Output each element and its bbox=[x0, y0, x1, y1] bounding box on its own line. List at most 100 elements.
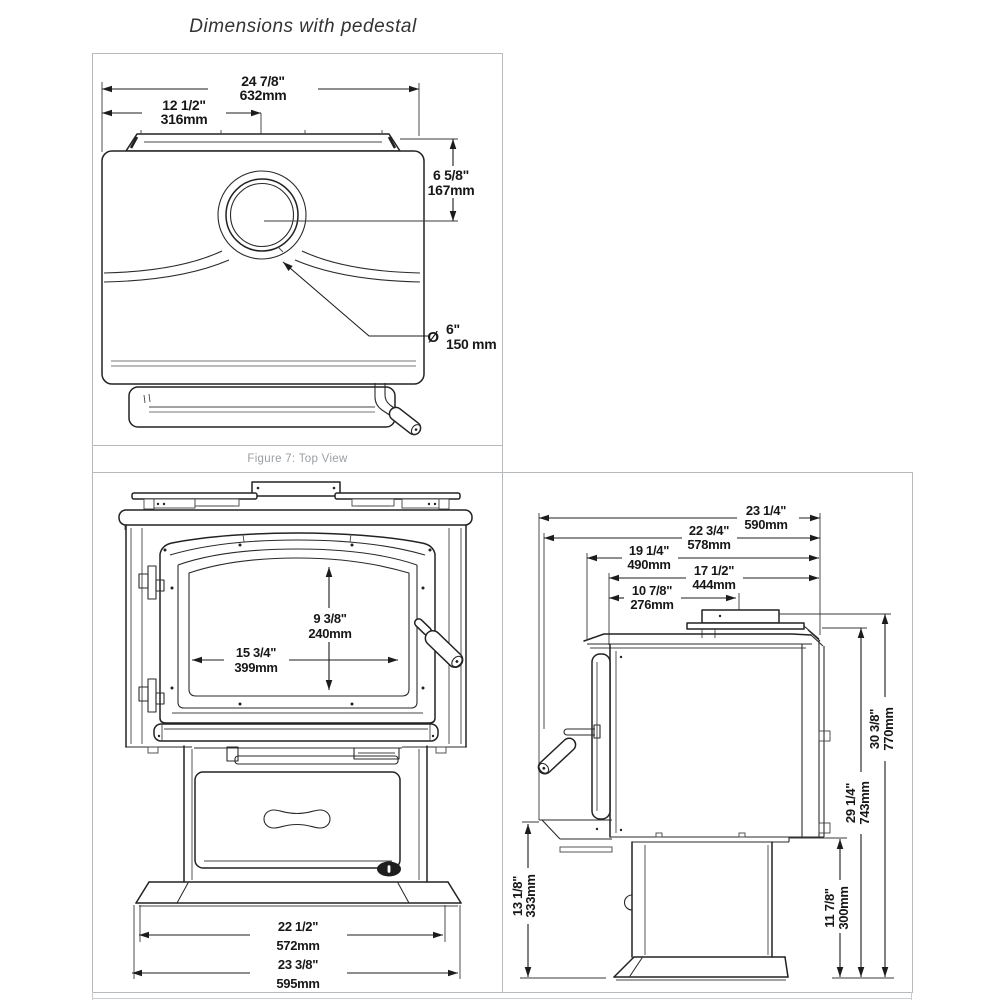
ext-lines bbox=[538, 513, 821, 820]
trivet-rail-right bbox=[334, 492, 461, 500]
trivet-feet bbox=[143, 498, 450, 510]
handle-grip bbox=[388, 406, 422, 436]
front-view-drawing: 9 3/8" 240mm 15 3/4" 399mm 22 bbox=[118, 481, 473, 991]
dim-flue-x-mm: 316mm bbox=[161, 111, 208, 127]
bolt-dot bbox=[433, 502, 437, 506]
shield-standoff bbox=[818, 822, 831, 834]
dim-flue-dia-mm: 150 mm bbox=[446, 336, 496, 352]
door-glass bbox=[188, 557, 410, 697]
dim-overall-width-mm: 632mm bbox=[240, 87, 287, 103]
handle-hub bbox=[593, 724, 601, 739]
bolt-dot bbox=[595, 827, 599, 831]
dim-flue-y-in: 6 5/8" bbox=[433, 167, 469, 183]
dim-base-top-mm: 572mm bbox=[276, 938, 319, 953]
lip-details bbox=[161, 724, 431, 741]
handle-grip-side bbox=[537, 737, 577, 775]
body-sides bbox=[125, 524, 467, 748]
flue-collar-outer bbox=[225, 178, 299, 252]
plate-chamfer bbox=[810, 634, 824, 647]
stove-top-plate bbox=[118, 509, 473, 526]
flue-collar-inner bbox=[229, 182, 295, 248]
dim-base-w-in: 23 3/8" bbox=[278, 957, 318, 972]
dim-glass-w-in: 15 3/4" bbox=[236, 645, 276, 660]
flue-bracket bbox=[251, 481, 341, 497]
top-plate bbox=[583, 633, 812, 642]
dim-flue-y-mm: 167mm bbox=[428, 182, 475, 198]
handle-rod-side bbox=[563, 728, 595, 736]
ext-lines bbox=[133, 905, 461, 979]
dim-lip-h-mm: 333mm bbox=[523, 874, 538, 917]
top-view-drawing: 24 7/8" 632mm 12 1/2" 316mm 6 5/8" 167mm… bbox=[101, 73, 497, 436]
bolt bbox=[655, 832, 663, 838]
arch-notches bbox=[242, 533, 352, 543]
figure-caption: Figure 7: Top View bbox=[247, 453, 348, 465]
bolt-dot bbox=[332, 486, 336, 490]
latch-block bbox=[226, 746, 239, 762]
rear-heat-shield bbox=[125, 133, 401, 152]
pedestal-inner bbox=[644, 845, 769, 955]
dim-glass-h-mm: 240mm bbox=[308, 626, 351, 641]
door-bevel-arc bbox=[169, 539, 426, 556]
dim-depth4-mm: 444mm bbox=[692, 577, 735, 592]
dim-pedestal-h-in: 11 7/8" bbox=[822, 888, 837, 928]
dim-overall-width-in: 24 7/8" bbox=[241, 73, 284, 89]
top-contour bbox=[301, 250, 421, 274]
rear-shield-top bbox=[807, 629, 821, 642]
ash-lip-side bbox=[539, 819, 612, 840]
dim-base-top-in: 22 1/2" bbox=[278, 919, 318, 934]
handle-rod bbox=[374, 383, 392, 417]
bolt-dot bbox=[256, 486, 260, 490]
bolt-dot bbox=[162, 502, 166, 506]
door-frame bbox=[159, 532, 436, 724]
dim-depth1-in: 23 1/4" bbox=[746, 503, 786, 518]
body-foot bbox=[147, 746, 159, 754]
diameter-symbol: Ø bbox=[427, 329, 439, 346]
dim-depth2-in: 22 3/4" bbox=[689, 523, 729, 538]
damper-block bbox=[353, 747, 400, 760]
collar-notch bbox=[277, 246, 284, 253]
dim-depth2-mm: 578mm bbox=[687, 537, 730, 552]
top-contour bbox=[103, 250, 223, 274]
rear-shield bbox=[818, 640, 825, 837]
top-contour bbox=[103, 259, 230, 283]
dim-shield-h-mm: 743mm bbox=[857, 781, 872, 824]
flue-mound bbox=[217, 170, 307, 260]
door-inner-frame bbox=[177, 565, 418, 709]
front-edge-lines bbox=[111, 360, 416, 367]
door-screws bbox=[163, 543, 432, 706]
pedestal-column bbox=[631, 841, 773, 958]
heat-shield bbox=[686, 622, 805, 630]
bolt-dot bbox=[156, 502, 160, 506]
pedestal-inner bbox=[191, 749, 420, 880]
flue-collar bbox=[701, 609, 780, 624]
dim-flue-front-mm: 276mm bbox=[630, 597, 673, 612]
lip-ticks bbox=[143, 393, 151, 404]
dim-flue-front-in: 10 7/8" bbox=[632, 583, 672, 598]
dim-shield-h-in: 29 1/4" bbox=[843, 783, 858, 823]
bolt-dot bbox=[718, 614, 722, 618]
page-title: Dimensions with pedestal bbox=[189, 16, 417, 37]
stove-body-top bbox=[101, 150, 425, 385]
bolt-dot bbox=[427, 502, 431, 506]
border-continuation-right bbox=[911, 992, 912, 1000]
caption-row: Figure 7: Top View bbox=[92, 445, 503, 473]
dim-glass-h-in: 9 3/8" bbox=[313, 611, 346, 626]
dim-pedestal-h-mm: 300mm bbox=[836, 886, 851, 929]
next-row-edge bbox=[92, 998, 912, 999]
dim-overall-h-in: 30 3/8" bbox=[867, 709, 882, 749]
bolt-dot bbox=[431, 734, 435, 738]
dim-flue-dia-in: 6" bbox=[446, 321, 460, 337]
dim-lip-h-in: 13 1/8" bbox=[510, 876, 525, 916]
bolt-dot bbox=[619, 828, 623, 832]
leader-line bbox=[282, 261, 428, 337]
lip-bracket bbox=[559, 846, 613, 853]
pedestal-bump bbox=[624, 894, 633, 911]
door-side-profile bbox=[591, 653, 611, 820]
bolt-dot bbox=[619, 655, 623, 659]
shield-end-brackets bbox=[129, 136, 397, 149]
pedestal-drawer bbox=[194, 771, 401, 869]
dim-base-w-mm: 595mm bbox=[276, 976, 319, 991]
handle-rod bbox=[384, 383, 398, 411]
bolt bbox=[738, 832, 746, 838]
